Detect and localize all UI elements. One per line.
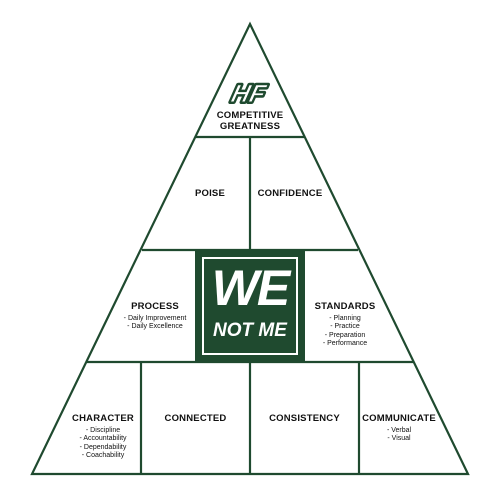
communicate-title: COMMUNICATE — [362, 413, 436, 424]
standards-items: - Planning- Practice- Preparation- Perfo… — [305, 315, 385, 349]
process-items: - Daily Improvement- Daily Excellence — [115, 315, 195, 332]
we-text: WE — [211, 260, 291, 316]
list-item: - Coachability — [81, 452, 125, 460]
character-items: - Discipline- Accountability- Dependabil… — [64, 427, 142, 461]
standards-block: STANDARDS - Planning- Practice- Preparat… — [305, 301, 385, 349]
process-block: PROCESS - Daily Improvement- Daily Excel… — [115, 301, 195, 332]
list-item: - Accountability — [79, 435, 127, 443]
list-item: - Performance — [322, 340, 368, 348]
list-item: - Practice — [330, 323, 360, 331]
list-item: - Daily Improvement — [123, 315, 187, 322]
communicate-block: COMMUNICATE - Verbal- Visual — [359, 413, 439, 444]
consistency-label: CONSISTENCY — [269, 413, 340, 424]
competitive-greatness-label: COMPETITIVE GREATNESS — [216, 110, 284, 132]
list-item: - Preparation — [324, 331, 366, 339]
list-item: - Dependability — [79, 443, 127, 451]
poise-label: POISE — [194, 188, 226, 199]
list-item: - Daily Excellence — [127, 323, 183, 331]
character-block: CHARACTER - Discipline- Accountability- … — [64, 413, 142, 461]
connected-label: CONNECTED — [164, 413, 227, 424]
list-item: - Discipline — [85, 427, 121, 434]
list-item: - Verbal — [386, 427, 412, 434]
we-not-me-inner-border: WE NOT ME — [202, 257, 298, 355]
hf-logo-text: HF — [228, 80, 270, 108]
confidence-label: CONFIDENCE — [257, 188, 323, 199]
character-title: CHARACTER — [72, 413, 134, 424]
process-title: PROCESS — [131, 301, 179, 312]
list-item: - Visual — [387, 435, 411, 443]
standards-title: STANDARDS — [314, 301, 376, 312]
hf-logo-icon: HF HF — [226, 78, 272, 110]
we-not-me-box: WE NOT ME — [195, 250, 305, 362]
not-me-text: NOT ME — [213, 320, 287, 341]
list-item: - Planning — [329, 315, 361, 322]
communicate-items: - Verbal- Visual — [359, 427, 439, 444]
